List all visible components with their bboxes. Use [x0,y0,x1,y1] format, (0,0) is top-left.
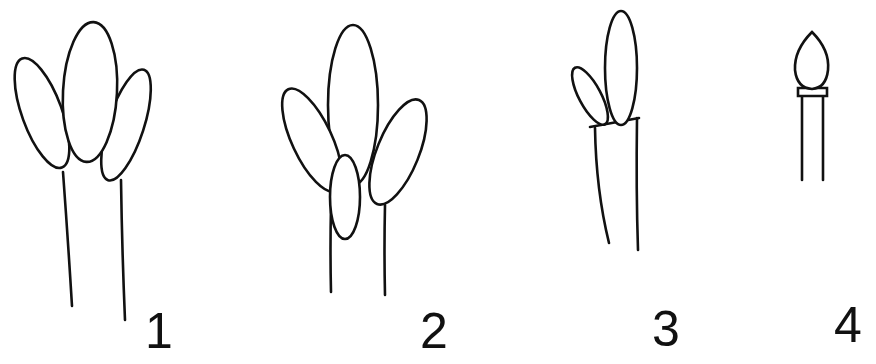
figure-number: 3 [652,304,680,354]
bud-twig-4 [795,32,828,180]
bud-twig-3 [565,11,639,250]
bud-cluster-1 [3,21,161,320]
figure-number: 4 [834,300,862,350]
bud-cluster-2 [270,25,438,295]
figure-number: 2 [420,306,448,356]
figure-number: 1 [145,306,173,356]
